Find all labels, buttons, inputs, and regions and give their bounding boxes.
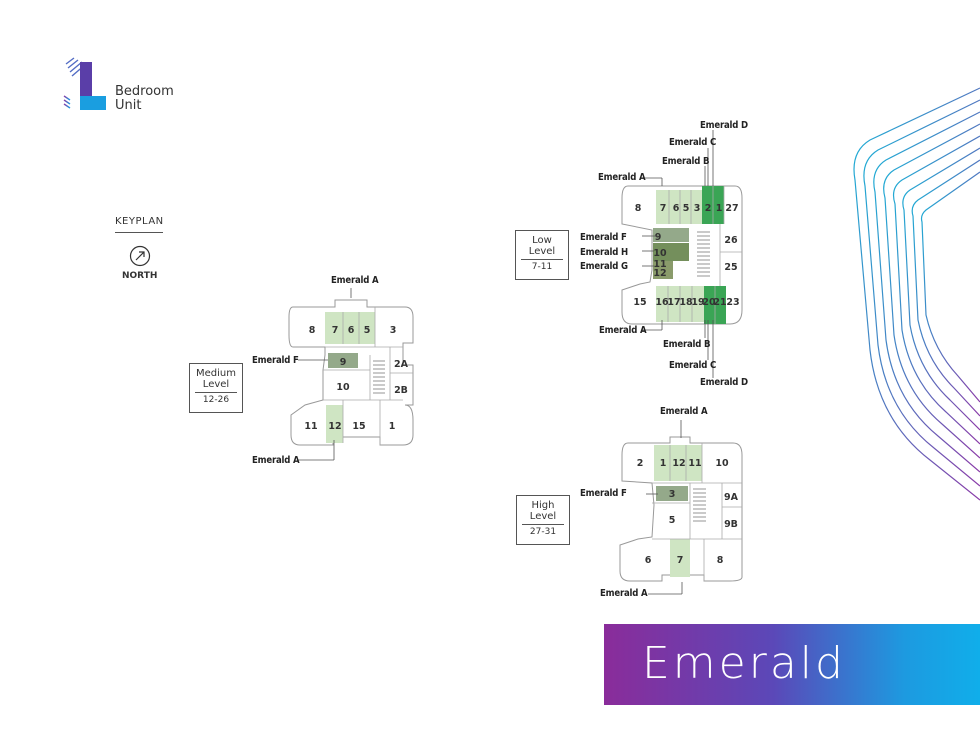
unit-label: 3 bbox=[669, 489, 676, 500]
unit-label: 10 bbox=[715, 458, 729, 469]
keyplan-divider bbox=[115, 232, 163, 233]
unit-label: 6 bbox=[348, 325, 355, 336]
level-box-rule bbox=[521, 259, 563, 260]
unit-label: 8 bbox=[717, 555, 724, 566]
level-range: 12-26 bbox=[202, 395, 230, 405]
unit-label: 9B bbox=[724, 519, 738, 530]
tag-emerald-f: Emerald F bbox=[580, 232, 627, 243]
unit-label: 12 bbox=[672, 458, 685, 469]
logo-text: Bedroom Unit bbox=[115, 85, 174, 113]
unit-label: 10 bbox=[653, 248, 667, 259]
tag-emerald-c: Emerald C bbox=[669, 360, 717, 371]
unit-label: 12 bbox=[328, 421, 341, 432]
unit-label: 16 bbox=[655, 297, 669, 308]
north-label: NORTH bbox=[122, 271, 158, 281]
unit-label: 9A bbox=[724, 492, 739, 503]
unit-label: 18 bbox=[679, 297, 693, 308]
high-level-floorplan: 2 1 12 11 10 3 9A 5 9B 6 7 8 bbox=[619, 436, 743, 582]
unit-label: 25 bbox=[724, 262, 737, 273]
level-name-line2: Level bbox=[528, 246, 556, 257]
tag-emerald-d: Emerald D bbox=[700, 377, 748, 388]
unit-label: 11 bbox=[688, 458, 701, 469]
logo-line-1: Bedroom bbox=[115, 84, 174, 99]
unit-label: 12 bbox=[653, 268, 666, 279]
unit-label: 11 bbox=[653, 259, 666, 270]
unit-label: 15 bbox=[352, 421, 365, 432]
unit-label: 21 bbox=[713, 297, 726, 308]
unit-label: 5 bbox=[364, 325, 371, 336]
unit-label: 11 bbox=[304, 421, 317, 432]
unit-label: 2B bbox=[394, 385, 408, 396]
tag-emerald-g: Emerald G bbox=[580, 261, 628, 272]
north-arrow-icon bbox=[129, 245, 151, 267]
unit-label: 5 bbox=[683, 203, 690, 214]
unit-label: 26 bbox=[724, 235, 738, 246]
tag-emerald-a: Emerald A bbox=[331, 275, 379, 286]
level-box-rule bbox=[522, 524, 564, 525]
tag-emerald-c: Emerald C bbox=[669, 137, 717, 148]
tag-emerald-a: Emerald A bbox=[660, 406, 708, 417]
high-leader-lines bbox=[646, 420, 683, 595]
unit-label: 8 bbox=[309, 325, 316, 336]
tag-emerald-d: Emerald D bbox=[700, 120, 748, 131]
low-leader-lines bbox=[642, 130, 714, 378]
level-name-line1: Low bbox=[532, 235, 552, 246]
unit-label: 17 bbox=[667, 297, 680, 308]
unit-label: 19 bbox=[691, 297, 704, 308]
unit-label: 2A bbox=[394, 359, 409, 370]
unit-label: 7 bbox=[332, 325, 339, 336]
unit-label: 2 bbox=[637, 458, 644, 469]
medium-level-floorplan: 8 7 6 5 3 9 10 2A 2B 11 12 15 1 bbox=[288, 299, 414, 446]
tag-emerald-a: Emerald A bbox=[252, 455, 300, 466]
tag-emerald-f: Emerald F bbox=[252, 355, 299, 366]
unit-label: 2 bbox=[705, 203, 712, 214]
tag-emerald-h: Emerald H bbox=[580, 247, 628, 258]
level-name-line1: Medium bbox=[196, 368, 236, 379]
level-name-line2: Level bbox=[202, 379, 230, 390]
unit-label: 8 bbox=[635, 203, 642, 214]
tag-emerald-a: Emerald A bbox=[599, 325, 647, 336]
tag-emerald-f: Emerald F bbox=[580, 488, 627, 499]
unit-label: 5 bbox=[669, 515, 676, 526]
unit-label: 10 bbox=[336, 382, 350, 393]
unit-label: 9 bbox=[655, 232, 662, 243]
unit-label: 1 bbox=[660, 458, 667, 469]
level-range: 7-11 bbox=[531, 262, 553, 272]
logo-line-2: Unit bbox=[115, 98, 142, 113]
tag-emerald-b: Emerald B bbox=[662, 156, 710, 167]
banner-title: Emerald bbox=[642, 638, 846, 689]
keyplan-label: KEYPLAN bbox=[115, 216, 164, 227]
unit-label: 3 bbox=[390, 325, 397, 336]
unit-label: 20 bbox=[702, 297, 716, 308]
low-level-floorplan: 8 7 6 5 3 2 1 27 9 26 10 25 11 12 15 16 … bbox=[621, 185, 743, 325]
unit-label: 1 bbox=[716, 203, 723, 214]
level-name-line1: High bbox=[531, 500, 555, 511]
tag-emerald-a: Emerald A bbox=[600, 588, 648, 599]
low-level-box: Low Level 7-11 bbox=[515, 230, 569, 280]
unit-label: 15 bbox=[633, 297, 646, 308]
unit-label: 7 bbox=[677, 555, 684, 566]
medium-leader-lines bbox=[298, 288, 352, 461]
level-name-line2: Level bbox=[529, 511, 557, 522]
unit-label: 3 bbox=[694, 203, 701, 214]
unit-label: 7 bbox=[660, 203, 667, 214]
medium-level-box: Medium Level 12-26 bbox=[189, 363, 243, 413]
unit-label: 23 bbox=[726, 297, 739, 308]
unit-label: 9 bbox=[340, 357, 347, 368]
one-bedroom-logo-icon bbox=[63, 57, 106, 110]
title-banner bbox=[604, 624, 980, 705]
level-box-rule bbox=[195, 392, 237, 393]
level-range: 27-31 bbox=[529, 527, 557, 537]
tag-emerald-a: Emerald A bbox=[598, 172, 646, 183]
unit-label: 6 bbox=[645, 555, 652, 566]
high-level-box: High Level 27-31 bbox=[516, 495, 570, 545]
unit-label: 1 bbox=[389, 421, 396, 432]
unit-label: 6 bbox=[673, 203, 680, 214]
unit-label: 27 bbox=[725, 203, 738, 214]
tag-emerald-b: Emerald B bbox=[663, 339, 711, 350]
